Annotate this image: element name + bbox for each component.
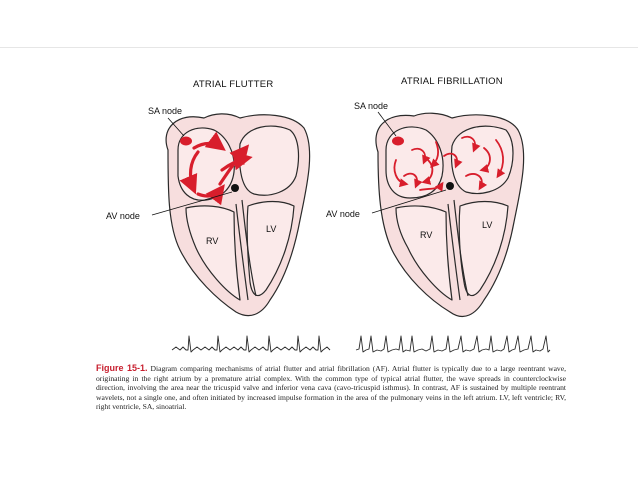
flutter-rv-label: RV	[206, 236, 219, 246]
flutter-left-atrium	[238, 125, 300, 196]
flutter-sa-node-label: SA node	[148, 106, 183, 116]
fibrillation-ecg-strip	[355, 335, 551, 353]
flutter-left-ventricle	[246, 200, 295, 297]
fibrillation-right-ventricle	[395, 205, 453, 301]
flutter-av-node-label: AV node	[106, 211, 140, 221]
caption-text: Diagram comparing mechanisms of atrial f…	[96, 364, 566, 412]
flutter-title: ATRIAL FLUTTER	[193, 79, 274, 90]
flutter-right-ventricle	[185, 205, 241, 301]
fibrillation-title: ATRIAL FIBRILLATION	[401, 76, 503, 87]
fibrillation-lv-label: LV	[482, 220, 493, 230]
fibrillation-wavelets	[393, 135, 506, 192]
fibrillation-sa-node-label: SA node	[354, 101, 389, 111]
fibrillation-rv-label: RV	[420, 230, 433, 240]
flutter-lv-label: LV	[266, 224, 277, 234]
flutter-av-node	[231, 184, 239, 192]
flutter-sa-node	[180, 136, 192, 146]
top-divider	[0, 47, 638, 48]
flutter-ecg-strip	[171, 335, 331, 353]
figure-caption: Figure 15-1.Diagram comparing mechanisms…	[96, 363, 566, 412]
fibrillation-av-node-label: AV node	[326, 209, 360, 219]
fibrillation-sa-node	[392, 136, 404, 146]
flutter-reentry-arrows	[179, 131, 253, 206]
figure-label: Figure 15-1.	[96, 363, 148, 373]
fibrillation-av-node	[446, 182, 454, 190]
